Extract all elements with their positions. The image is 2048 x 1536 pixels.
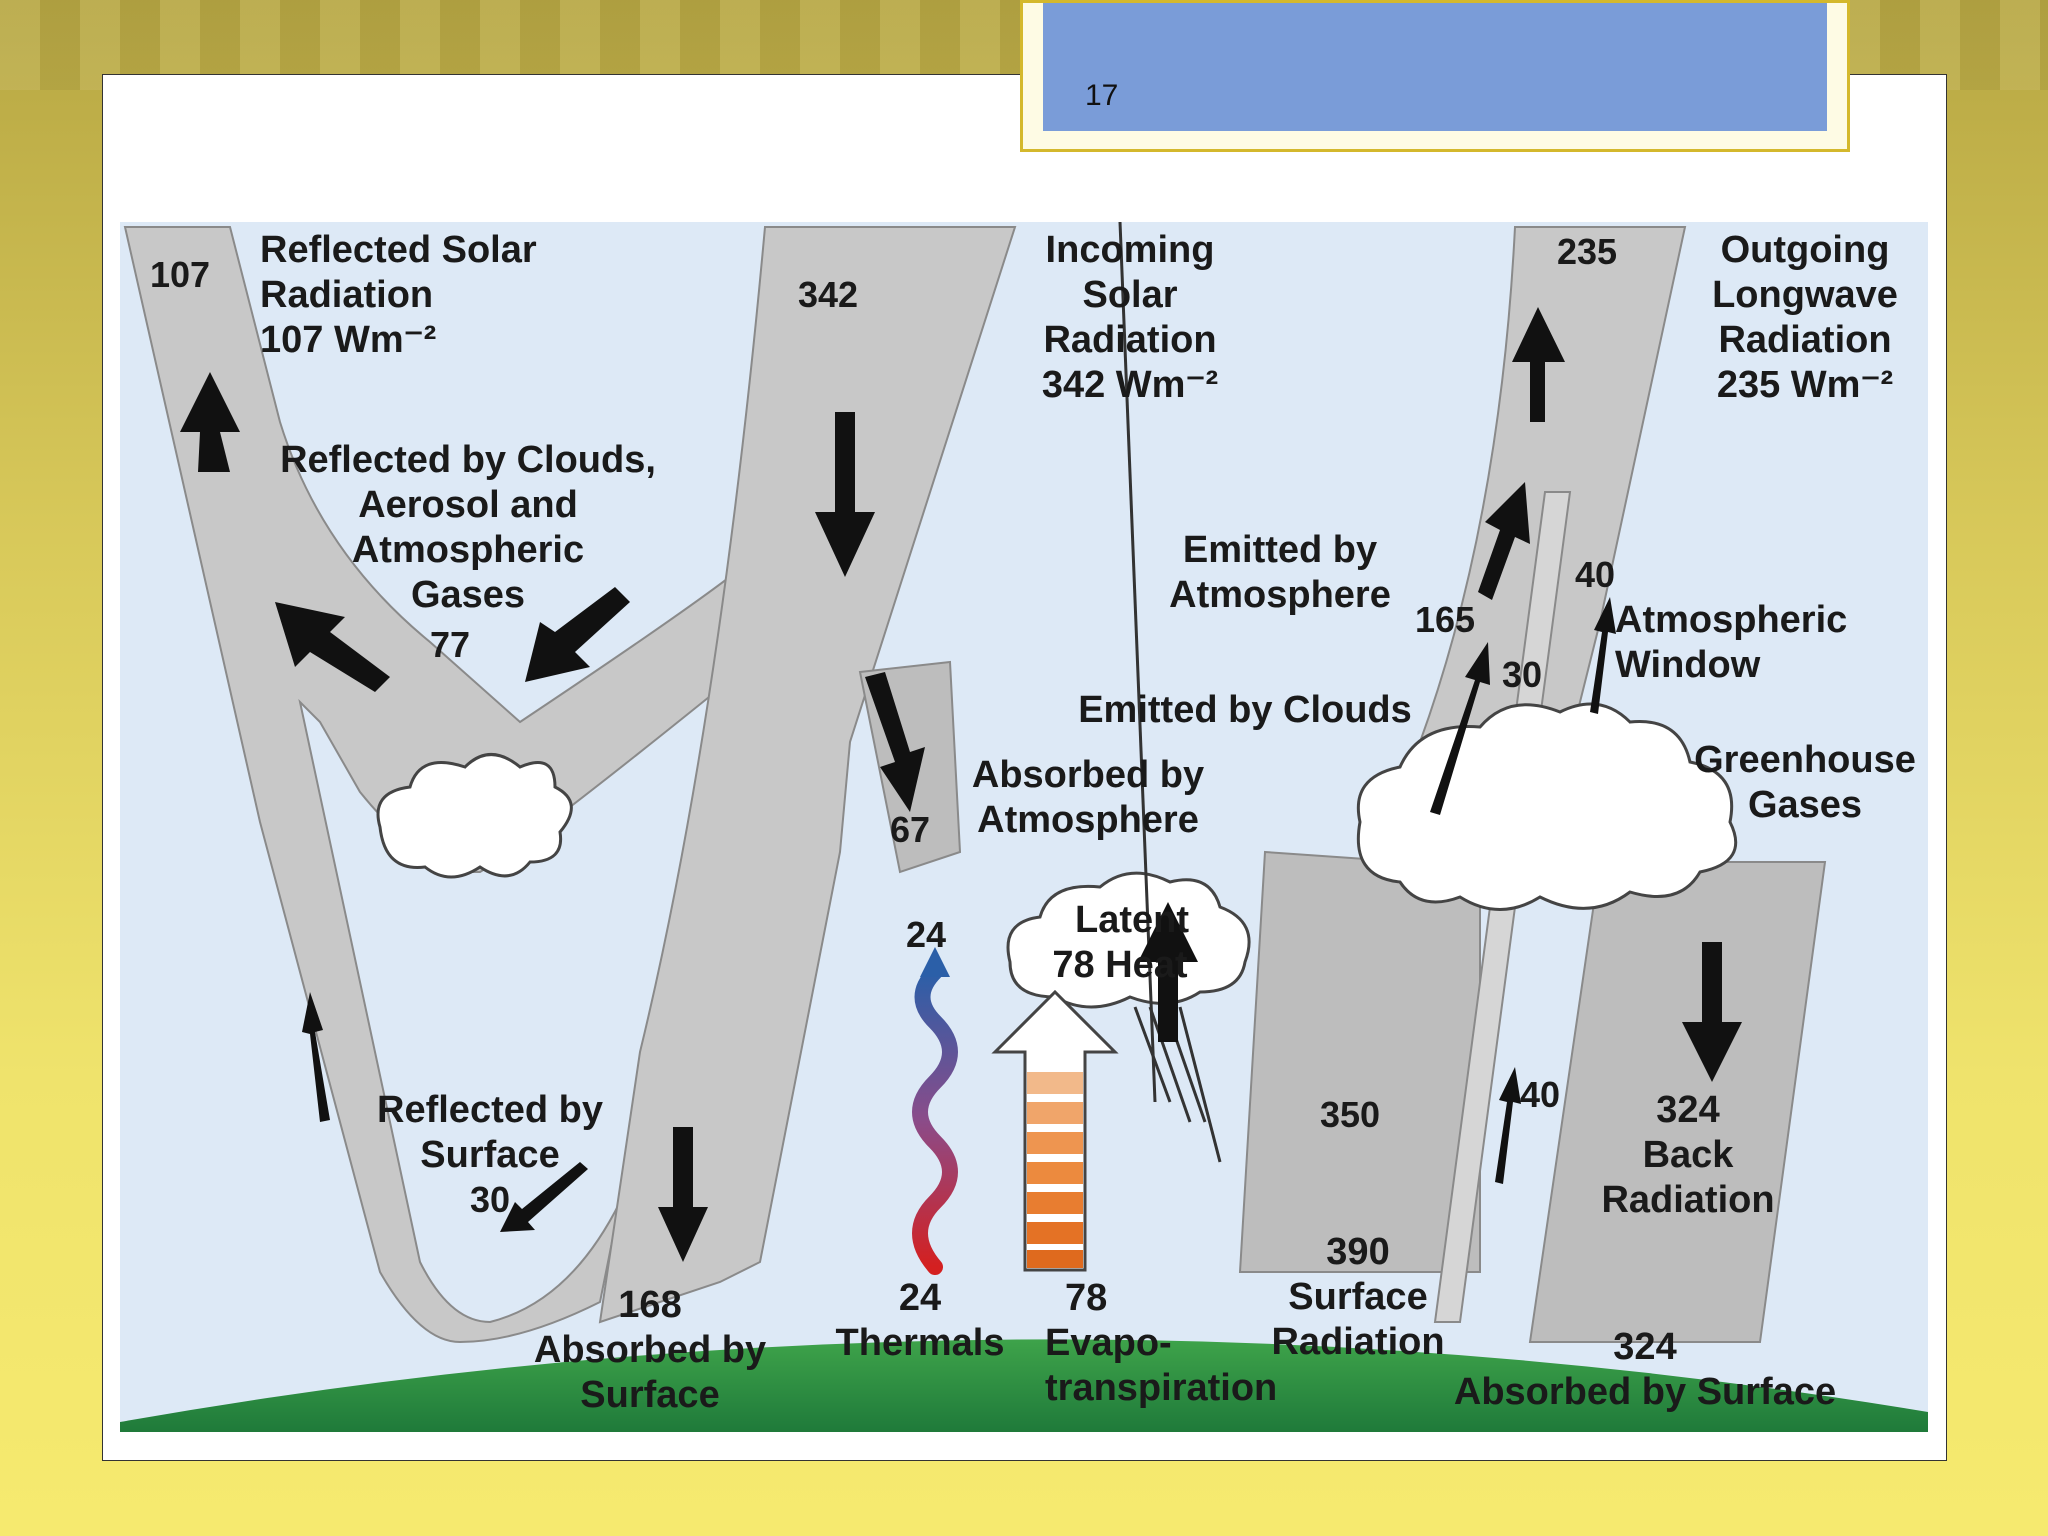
emitted-atm-value: 165	[1415, 599, 1475, 640]
absorbed-168-line-3: Surface	[580, 1374, 719, 1416]
reflected-solar-title-3: 107 Wm⁻²	[260, 319, 436, 361]
reflected-surface-line-2: Surface	[420, 1134, 559, 1176]
thermals-wavy-arrow	[912, 964, 958, 1275]
absorbed-atm-line-1: Absorbed by	[972, 754, 1204, 796]
reflected-clouds-line-3: Atmospheric	[352, 529, 584, 571]
reflected-solar-title-2: Radiation	[260, 274, 433, 316]
arrow-emitted-clouds	[1430, 642, 1490, 815]
arrow-reflected-up	[180, 372, 240, 472]
outgoing-longwave-value: 235	[1557, 231, 1617, 272]
outgoing-longwave-title-2: Longwave	[1712, 274, 1898, 316]
absorbed-324-line-1: 324	[1613, 1326, 1676, 1368]
reflected-clouds-line-2: Aerosol and	[358, 484, 578, 526]
emitted-atm-line-1: Emitted by	[1183, 529, 1377, 571]
outgoing-longwave-title-4: 235 Wm⁻²	[1717, 364, 1893, 406]
latent-heat-line-1: Latent	[1075, 899, 1189, 941]
back-radiation-line-2: Back	[1643, 1134, 1735, 1176]
surface-radiation-line-2: Surface	[1288, 1276, 1427, 1318]
arrow-outgoing-up	[1512, 307, 1565, 422]
back-radiation-line-1: 324	[1656, 1089, 1719, 1131]
reflected-surface-line-1: Reflected by	[377, 1089, 603, 1131]
arrow-absorbed-atm	[865, 672, 925, 812]
thermals-line-1: 24	[899, 1277, 941, 1319]
outgoing-longwave-title-1: Outgoing	[1721, 229, 1890, 271]
reflected-surface-line-3: 30	[470, 1179, 510, 1220]
evapo-line-3: transpiration	[1045, 1367, 1277, 1409]
incoming-solar-band	[598, 226, 1017, 1324]
arrow-emitted-atm	[1478, 482, 1530, 600]
greenhouse-line-2: Gases	[1748, 784, 1862, 826]
reflected-solar-value: 107	[150, 254, 210, 295]
cloud-latent-heat	[1006, 871, 1251, 1009]
incoming-solar-value: 342	[798, 274, 858, 315]
reflected-clouds-line-1: Reflected by Clouds,	[280, 439, 656, 481]
window-low-value: 40	[1520, 1074, 1560, 1115]
atm-window-line-1: Atmospheric	[1615, 599, 1847, 641]
absorbed-atm-line-2: Atmosphere	[977, 799, 1199, 841]
back-radiation-line-3: Radiation	[1601, 1179, 1774, 1221]
atm-window-value: 40	[1575, 554, 1615, 595]
absorbed-324-line-2: Absorbed by Surface	[1454, 1371, 1836, 1413]
arrow-back-down	[1682, 942, 1742, 1082]
cloud-left	[376, 753, 573, 879]
absorbed-168-line-2: Absorbed by	[534, 1329, 766, 1371]
arrow-window-low	[1495, 1067, 1521, 1184]
surface-up-value: 350	[1320, 1094, 1380, 1135]
arrow-incoming-down	[815, 412, 875, 577]
slide-number-banner: 17	[1043, 3, 1827, 131]
latent-heat-line-2: 78 Heat	[1052, 944, 1188, 986]
absorbed-168-line-1: 168	[618, 1284, 681, 1326]
thermals-arrowhead	[920, 947, 950, 977]
surface-radiation-line-1: 390	[1326, 1231, 1389, 1273]
slide-number: 17	[1085, 79, 1119, 112]
reflected-clouds-line-4: Gases	[411, 574, 525, 616]
back-radiation-column	[1528, 861, 1827, 1343]
arrow-surface-up	[1138, 902, 1198, 1042]
surface-radiation-column	[1238, 850, 1481, 1273]
earth-surface	[120, 1339, 1928, 1432]
atm-window-line-2: Window	[1615, 644, 1761, 686]
emitted-clouds-label: Emitted by Clouds	[1078, 689, 1412, 731]
evapotranspiration-arrow	[991, 989, 1119, 1272]
greenhouse-line-1: Greenhouse	[1694, 739, 1916, 781]
flow-arrows	[180, 307, 1742, 1262]
incoming-solar-title-2: Solar	[1082, 274, 1177, 316]
incoming-solar-title-4: 342 Wm⁻²	[1042, 364, 1218, 406]
thermals-top-value: 24	[906, 914, 946, 955]
arrow-absorbed-surface	[658, 1127, 708, 1262]
arrow-window-high	[1590, 597, 1616, 714]
emitted-clouds-value: 30	[1502, 654, 1542, 695]
reflected-clouds-value: 77	[430, 624, 470, 665]
emitted-atm-line-2: Atmosphere	[1169, 574, 1391, 616]
incoming-solar-title-3: Radiation	[1043, 319, 1216, 361]
slide-number-box: 17	[1020, 0, 1850, 152]
reflected-solar-title-1: Reflected Solar	[260, 229, 537, 271]
arrow-reflected-surface-diag	[500, 1162, 588, 1232]
arrow-clouds-incoming	[525, 587, 630, 682]
outgoing-longwave-title-3: Radiation	[1718, 319, 1891, 361]
arrow-clouds-reflect-left	[275, 602, 390, 692]
arrow-reflected-surface-small	[302, 992, 330, 1122]
earth-energy-budget-diagram: 107 Reflected Solar Radiation 107 Wm⁻² 3…	[120, 222, 1928, 1432]
evapo-line-2: Evapo-	[1045, 1322, 1172, 1364]
thermals-line-2: Thermals	[836, 1322, 1005, 1364]
surface-radiation-line-3: Radiation	[1271, 1321, 1444, 1363]
incoming-solar-title-1: Incoming	[1046, 229, 1215, 271]
absorbed-atm-value: 67	[890, 809, 930, 850]
evapo-line-1: 78	[1065, 1277, 1107, 1319]
